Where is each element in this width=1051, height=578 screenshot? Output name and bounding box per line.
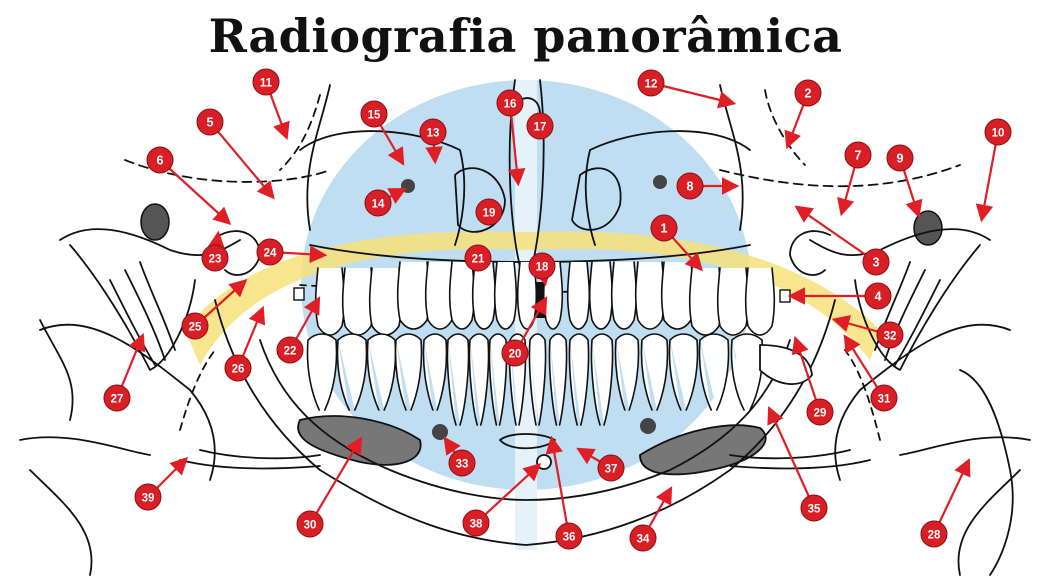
marker-label-20: 20	[509, 349, 522, 361]
left-cervical	[20, 437, 150, 575]
marker-label-31: 31	[878, 394, 891, 406]
marker-label-12: 12	[645, 79, 658, 91]
right-ear-lobe	[914, 211, 942, 245]
marker-label-17: 17	[534, 122, 547, 134]
pointer-arrow-3	[798, 208, 876, 262]
right-cervical	[900, 437, 1030, 575]
marker-label-25: 25	[189, 322, 202, 334]
upper-tooth	[450, 262, 475, 329]
upper-tooth	[568, 262, 590, 329]
left-ramus-outer	[70, 245, 195, 370]
right-orbit-dash	[720, 165, 960, 186]
upper-tooth	[718, 268, 749, 335]
marker-label-21: 21	[472, 254, 485, 266]
marker-label-37: 37	[605, 464, 618, 476]
left-third-molar-bud	[294, 288, 304, 300]
marker-label-34: 34	[637, 534, 650, 546]
marker-label-6: 6	[157, 154, 164, 168]
marker-label-26: 26	[232, 364, 245, 376]
right-third-molar-bud	[780, 290, 790, 302]
upper-tooth	[746, 268, 775, 335]
right-condyle	[790, 231, 830, 275]
marker-label-23: 23	[209, 254, 222, 266]
upper-tooth	[343, 268, 374, 335]
pointer-arrow-6	[160, 160, 228, 222]
lower-tooth	[732, 334, 763, 410]
marker-label-38: 38	[470, 519, 483, 531]
marker-label-9: 9	[897, 152, 904, 166]
right-zygomatic-arch	[810, 229, 990, 255]
right-styloid-lines	[875, 262, 940, 365]
left-styloid-lines	[110, 262, 175, 365]
marker-label-29: 29	[814, 408, 827, 420]
marker-label-15: 15	[368, 110, 381, 122]
left-dash-ramus	[180, 350, 215, 430]
left-ear-lobe	[141, 204, 169, 240]
pointer-arrow-5	[210, 122, 272, 196]
marker-label-2: 2	[805, 87, 812, 101]
marker-label-28: 28	[928, 530, 941, 542]
marker-label-36: 36	[563, 532, 576, 544]
marker-label-22: 22	[284, 346, 297, 358]
marker-label-3: 3	[873, 256, 880, 270]
marker-label-39: 39	[142, 493, 155, 505]
marker-label-35: 35	[808, 504, 821, 516]
marker-label-33: 33	[456, 459, 469, 471]
right-infraorbital-foramen	[653, 175, 667, 189]
upper-tooth	[636, 262, 665, 329]
right-spine	[960, 370, 1013, 575]
upper-tooth	[473, 262, 496, 329]
upper-tooth	[590, 262, 613, 329]
marker-label-7: 7	[855, 149, 862, 163]
marker-label-32: 32	[884, 331, 897, 343]
marker-label-11: 11	[260, 78, 273, 90]
marker-label-13: 13	[427, 128, 440, 140]
upper-tooth	[370, 268, 402, 335]
marker-label-1: 1	[661, 222, 668, 236]
left-zygoma-dash	[280, 95, 320, 170]
marker-label-19: 19	[483, 208, 496, 220]
marker-label-24: 24	[264, 248, 277, 260]
left-mental-foramen	[432, 424, 448, 440]
lower-tooth	[307, 334, 336, 410]
marker-label-18: 18	[536, 262, 549, 274]
upper-tooth	[495, 262, 517, 329]
marker-label-14: 14	[372, 199, 385, 211]
marker-label-8: 8	[687, 180, 694, 194]
upper-tooth	[662, 262, 694, 329]
marker-label-16: 16	[504, 99, 517, 111]
marker-label-10: 10	[992, 128, 1005, 140]
marker-label-5: 5	[207, 116, 214, 130]
left-hyoid	[180, 450, 320, 468]
marker-label-4: 4	[875, 290, 882, 304]
lingual-foramen	[537, 455, 551, 469]
upper-tooth	[398, 262, 430, 329]
upper-tooth	[690, 268, 722, 335]
upper-tooth	[316, 268, 345, 335]
upper-tooth	[612, 262, 637, 329]
marker-label-27: 27	[111, 394, 124, 406]
marker-label-30: 30	[304, 520, 317, 532]
right-mental-foramen	[640, 418, 656, 434]
left-spine	[40, 320, 73, 420]
